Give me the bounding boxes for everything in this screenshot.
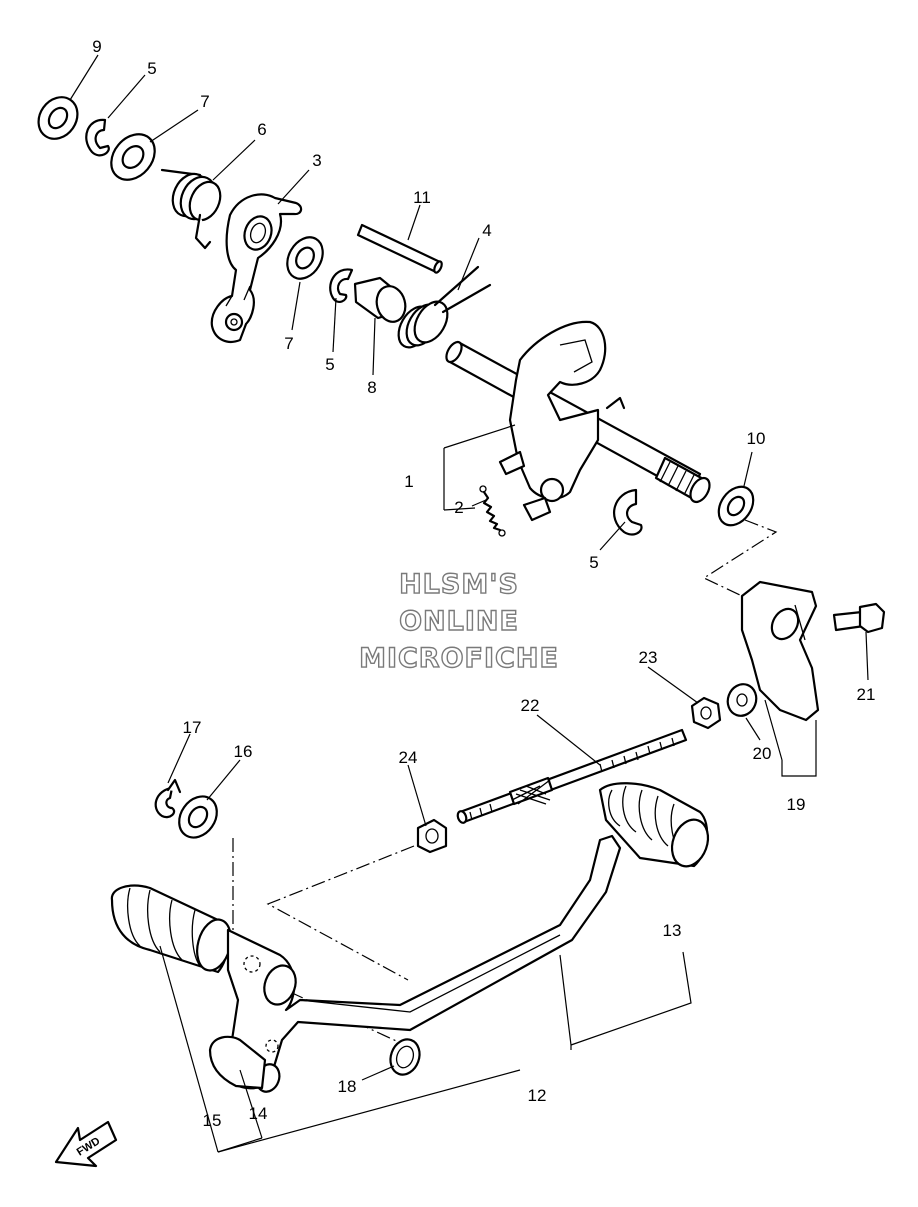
callout-2: 2 <box>454 498 463 517</box>
part-18-bushing[interactable] <box>386 1035 425 1078</box>
part-9-washer[interactable] <box>31 90 86 147</box>
callout-21: 21 <box>857 685 876 704</box>
part-17-circlip[interactable] <box>154 778 182 819</box>
part-21-bolt[interactable] <box>832 602 886 634</box>
part-22-tie-rod[interactable] <box>456 728 688 824</box>
callout-5-low: 5 <box>589 553 598 572</box>
part-5-circlip-lower[interactable] <box>613 488 643 536</box>
part-4-return-spring[interactable] <box>392 265 492 353</box>
callout-12: 12 <box>528 1086 547 1105</box>
part-7-washer-middle[interactable] <box>280 231 330 285</box>
callout-4: 4 <box>482 221 491 240</box>
part-20-bushing[interactable] <box>723 680 760 720</box>
callout-3: 3 <box>312 151 321 170</box>
callout-10: 10 <box>747 429 766 448</box>
part-5-circlip-middle[interactable] <box>329 268 354 303</box>
callout-5-mid: 5 <box>325 355 334 374</box>
callout-9: 9 <box>92 37 101 56</box>
part-7-washer-top[interactable] <box>102 126 163 189</box>
callout-6: 6 <box>257 120 266 139</box>
callout-1: 1 <box>404 472 413 491</box>
leader-lines <box>69 54 869 1153</box>
part-8-collar[interactable] <box>353 276 409 325</box>
callout-14: 14 <box>249 1104 268 1123</box>
part-23-nut[interactable] <box>690 696 722 730</box>
callout-18: 18 <box>338 1077 357 1096</box>
callout-22: 22 <box>521 696 540 715</box>
part-2-spring[interactable] <box>479 485 506 537</box>
callout-23: 23 <box>639 648 658 667</box>
part-24-nut[interactable] <box>416 818 448 854</box>
callout-16: 16 <box>234 742 253 761</box>
part-13-toe-rubber[interactable] <box>598 782 714 871</box>
callout-17: 17 <box>183 718 202 737</box>
part-14-pivot-collar[interactable] <box>208 1035 267 1090</box>
part-11-pin[interactable] <box>356 223 443 274</box>
callout-5-top: 5 <box>147 59 156 78</box>
part-5-circlip-top[interactable] <box>85 118 110 157</box>
part-15-heel-rubber[interactable] <box>110 884 236 975</box>
callout-20: 20 <box>753 744 772 763</box>
callout-labels: 9 5 7 6 3 11 4 7 5 8 1 2 10 5 23 21 22 2… <box>92 37 875 1130</box>
part-3-shift-arm[interactable] <box>210 193 303 343</box>
callout-13: 13 <box>663 921 682 940</box>
callout-24: 24 <box>399 748 418 767</box>
callout-8: 8 <box>367 378 376 397</box>
callout-11: 11 <box>413 188 431 207</box>
callout-7-mid: 7 <box>284 334 293 353</box>
watermark: HLSM'S ONLINE MICROFICHE <box>358 568 559 674</box>
part-6-torsion-spring[interactable] <box>160 168 226 250</box>
callout-15: 15 <box>203 1111 222 1130</box>
watermark-line-1: HLSM'S <box>399 569 519 600</box>
part-19-link-arm[interactable] <box>740 580 820 722</box>
part-16-washer[interactable] <box>171 789 224 845</box>
watermark-line-2: ONLINE <box>399 606 519 637</box>
part-10-washer[interactable] <box>712 480 761 532</box>
part-1-shift-shaft[interactable] <box>443 320 713 522</box>
fwd-arrow-icon: FWD <box>54 1120 118 1168</box>
callout-7-top: 7 <box>200 92 209 111</box>
callout-19: 19 <box>787 795 806 814</box>
watermark-line-3: MICROFICHE <box>359 643 559 674</box>
